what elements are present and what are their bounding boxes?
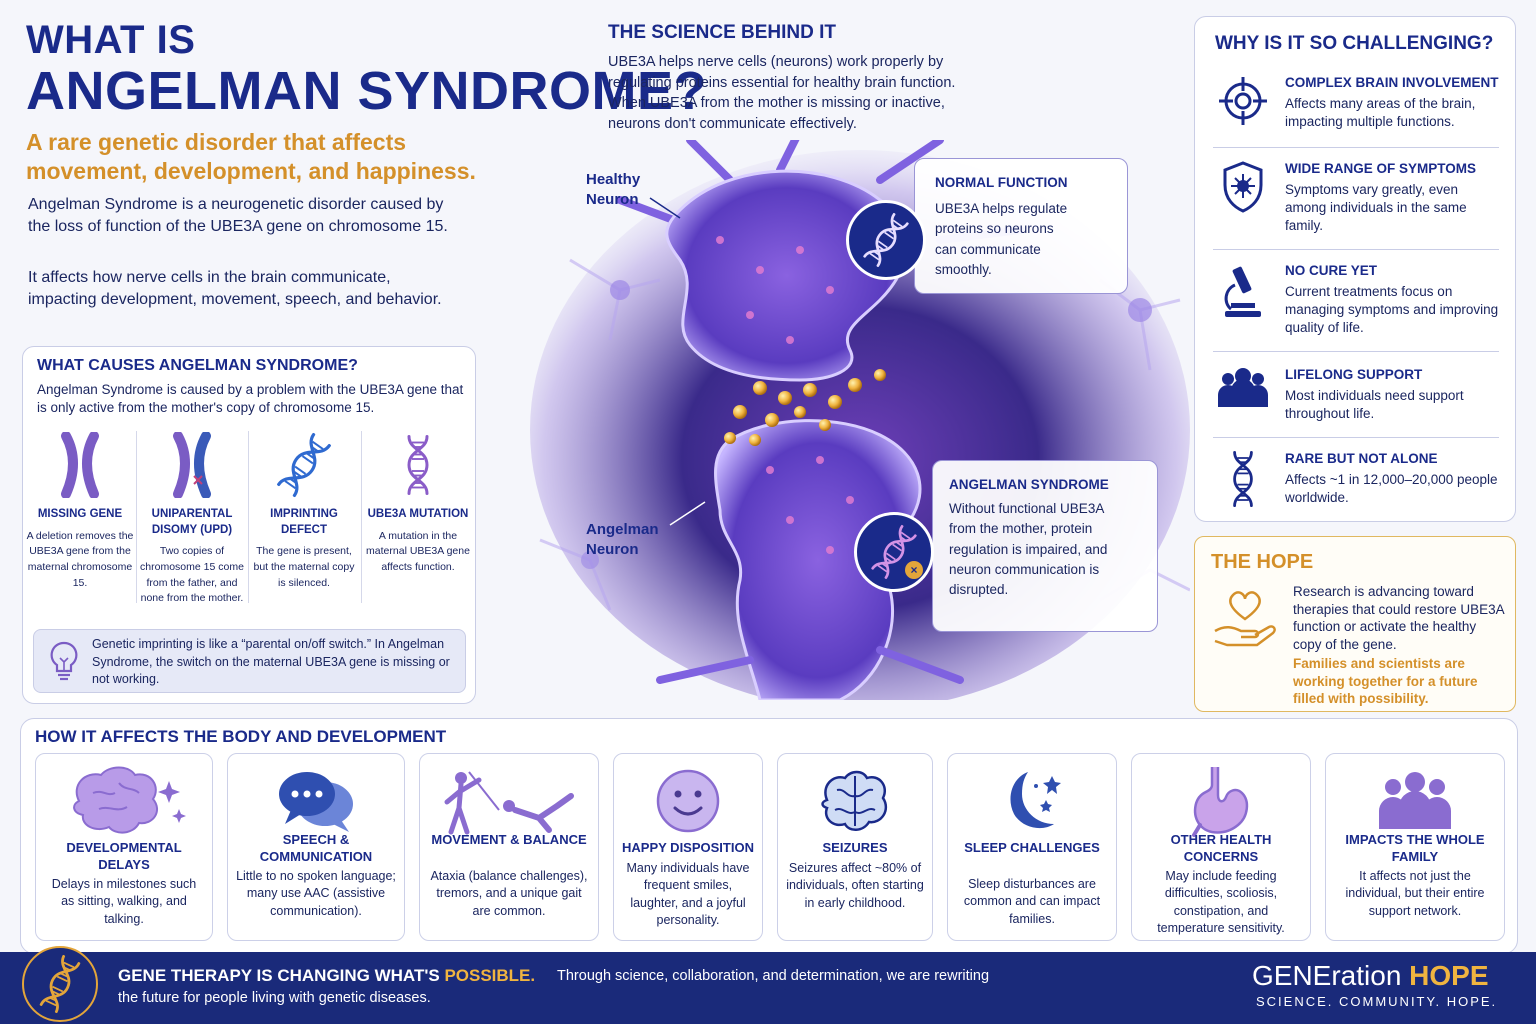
- cause-imprinting-defect: IMPRINTING DEFECT The gene is present, b…: [249, 429, 359, 591]
- cause-upd: UNIPARENTAL DISOMY (UPD) Two copies of c…: [137, 429, 247, 607]
- intro-paragraph-1: Angelman Syndrome is a neurogenetic diso…: [28, 196, 448, 235]
- normal-function-box: NORMAL FUNCTION UBE3A helps regulate pro…: [914, 158, 1128, 294]
- effect-whole-family: IMPACTS THE WHOLE FAMILY It affects not …: [1325, 753, 1505, 941]
- effect-happy-disposition: HAPPY DISPOSITION Many individuals have …: [613, 753, 763, 941]
- causes-panel: WHAT CAUSES ANGELMAN SYNDROME? Angelman …: [22, 346, 476, 704]
- challenge-wide-range: WIDE RANGE OF SYMPTOMS Symptoms vary gre…: [1211, 161, 1501, 241]
- smiley-icon: [614, 762, 762, 840]
- cause-missing-gene: MISSING GENE A deletion removes the UBE3…: [25, 429, 135, 592]
- dna-normal-icon: [846, 200, 926, 280]
- footer-headline: GENE THERAPY IS CHANGING WHAT'S POSSIBLE…: [118, 966, 536, 985]
- healthy-neuron-label: Healthy Neuron: [586, 171, 641, 209]
- causes-description: Angelman Syndrome is caused by a problem…: [37, 382, 464, 416]
- heart-hand-icon: [1214, 591, 1276, 647]
- title-line-1: WHAT IS: [26, 18, 196, 62]
- footer-dna-icon: [22, 946, 98, 1022]
- effect-developmental-delays: DEVELOPMENTAL DELAYS Delays in milestone…: [35, 753, 213, 941]
- brain-sparkle-icon: [36, 762, 212, 840]
- lightbulb-icon: [50, 641, 78, 681]
- brand-tagline: SCIENCE. COMMUNITY. HOPE.: [1256, 994, 1498, 1009]
- movement-icon: [420, 762, 598, 840]
- causes-title: WHAT CAUSES ANGELMAN SYNDROME?: [37, 357, 358, 374]
- subtitle: A rare genetic disorder that affects mov…: [26, 129, 476, 184]
- chromosome-cross-icon: [137, 429, 247, 501]
- microscope-icon: [1215, 263, 1271, 323]
- effect-seizures: SEIZURES Seizures affect ~80% of individ…: [777, 753, 933, 941]
- science-description: UBE3A helps nerve cells (neurons) work p…: [608, 54, 956, 132]
- footer-banner: GENE THERAPY IS CHANGING WHAT'S POSSIBLE…: [0, 946, 1536, 1024]
- effects-panel: HOW IT AFFECTS THE BODY AND DEVELOPMENT …: [20, 718, 1518, 954]
- x-icon: ×: [905, 561, 923, 579]
- challenge-lifelong-support: LIFELONG SUPPORT Most individuals need s…: [1211, 367, 1501, 431]
- dna-icon: [1215, 451, 1271, 511]
- brand-logo: GENEration HOPE: [1252, 960, 1489, 991]
- intro-paragraph-2: It affects how nerve cells in the brain …: [28, 269, 442, 308]
- moon-stars-icon: [948, 762, 1116, 840]
- chromosome-icon: [25, 429, 135, 501]
- angelman-syndrome-box: ANGELMAN SYNDROME Without functional UBE…: [932, 460, 1158, 632]
- shield-icon: [1215, 161, 1271, 221]
- footer-text-1: Through science, collaboration, and dete…: [557, 968, 990, 984]
- cause-ube3a-mutation: UBE3A MUTATION A mutation in the materna…: [363, 429, 473, 576]
- speech-bubbles-icon: [228, 762, 404, 840]
- challenge-rare: RARE BUT NOT ALONE Affects ~1 in 12,000–…: [1211, 451, 1501, 515]
- effect-sleep-challenges: SLEEP CHALLENGES Sleep disturbances are …: [947, 753, 1117, 941]
- dna-purple-icon: [363, 429, 473, 501]
- hope-panel: THE HOPE Research is advancing toward th…: [1194, 536, 1516, 712]
- dna-icon: [249, 429, 359, 501]
- challenge-no-cure: NO CURE YET Current treatments focus on …: [1211, 263, 1501, 343]
- target-icon: [1215, 75, 1271, 135]
- angelman-neuron-label: Angelman Neuron: [586, 521, 659, 559]
- dna-disrupted-icon: ×: [854, 512, 934, 592]
- effect-speech-communication: SPEECH & COMMUNICATION Little to no spok…: [227, 753, 405, 941]
- effects-title: HOW IT AFFECTS THE BODY AND DEVELOPMENT: [35, 727, 447, 746]
- effect-other-health: OTHER HEALTH CONCERNS May include feedin…: [1131, 753, 1311, 941]
- stomach-icon: [1132, 762, 1310, 840]
- challenges-panel: WHY IS IT SO CHALLENGING? COMPLEX BRAIN …: [1194, 16, 1516, 522]
- hope-title: THE HOPE: [1211, 551, 1314, 573]
- science-title: THE SCIENCE BEHIND IT: [608, 22, 837, 43]
- family-icon: [1326, 762, 1504, 840]
- neuron-illustration: Healthy Neuron Angelman Neuron NORMAL FU…: [500, 126, 1191, 710]
- challenges-title: WHY IS IT SO CHALLENGING?: [1215, 33, 1494, 54]
- challenge-complex-brain: COMPLEX BRAIN INVOLVEMENT Affects many a…: [1211, 75, 1501, 145]
- footer-text-2: the future for people living with geneti…: [118, 990, 431, 1006]
- imprinting-tip: Genetic imprinting is like a “parental o…: [33, 629, 466, 693]
- page-title: ANGELMAN SYNDROME?: [26, 61, 707, 121]
- people-icon: [1215, 367, 1271, 427]
- brain-icon: [778, 762, 932, 840]
- effect-movement-balance: MOVEMENT & BALANCE Ataxia (balance chall…: [419, 753, 599, 941]
